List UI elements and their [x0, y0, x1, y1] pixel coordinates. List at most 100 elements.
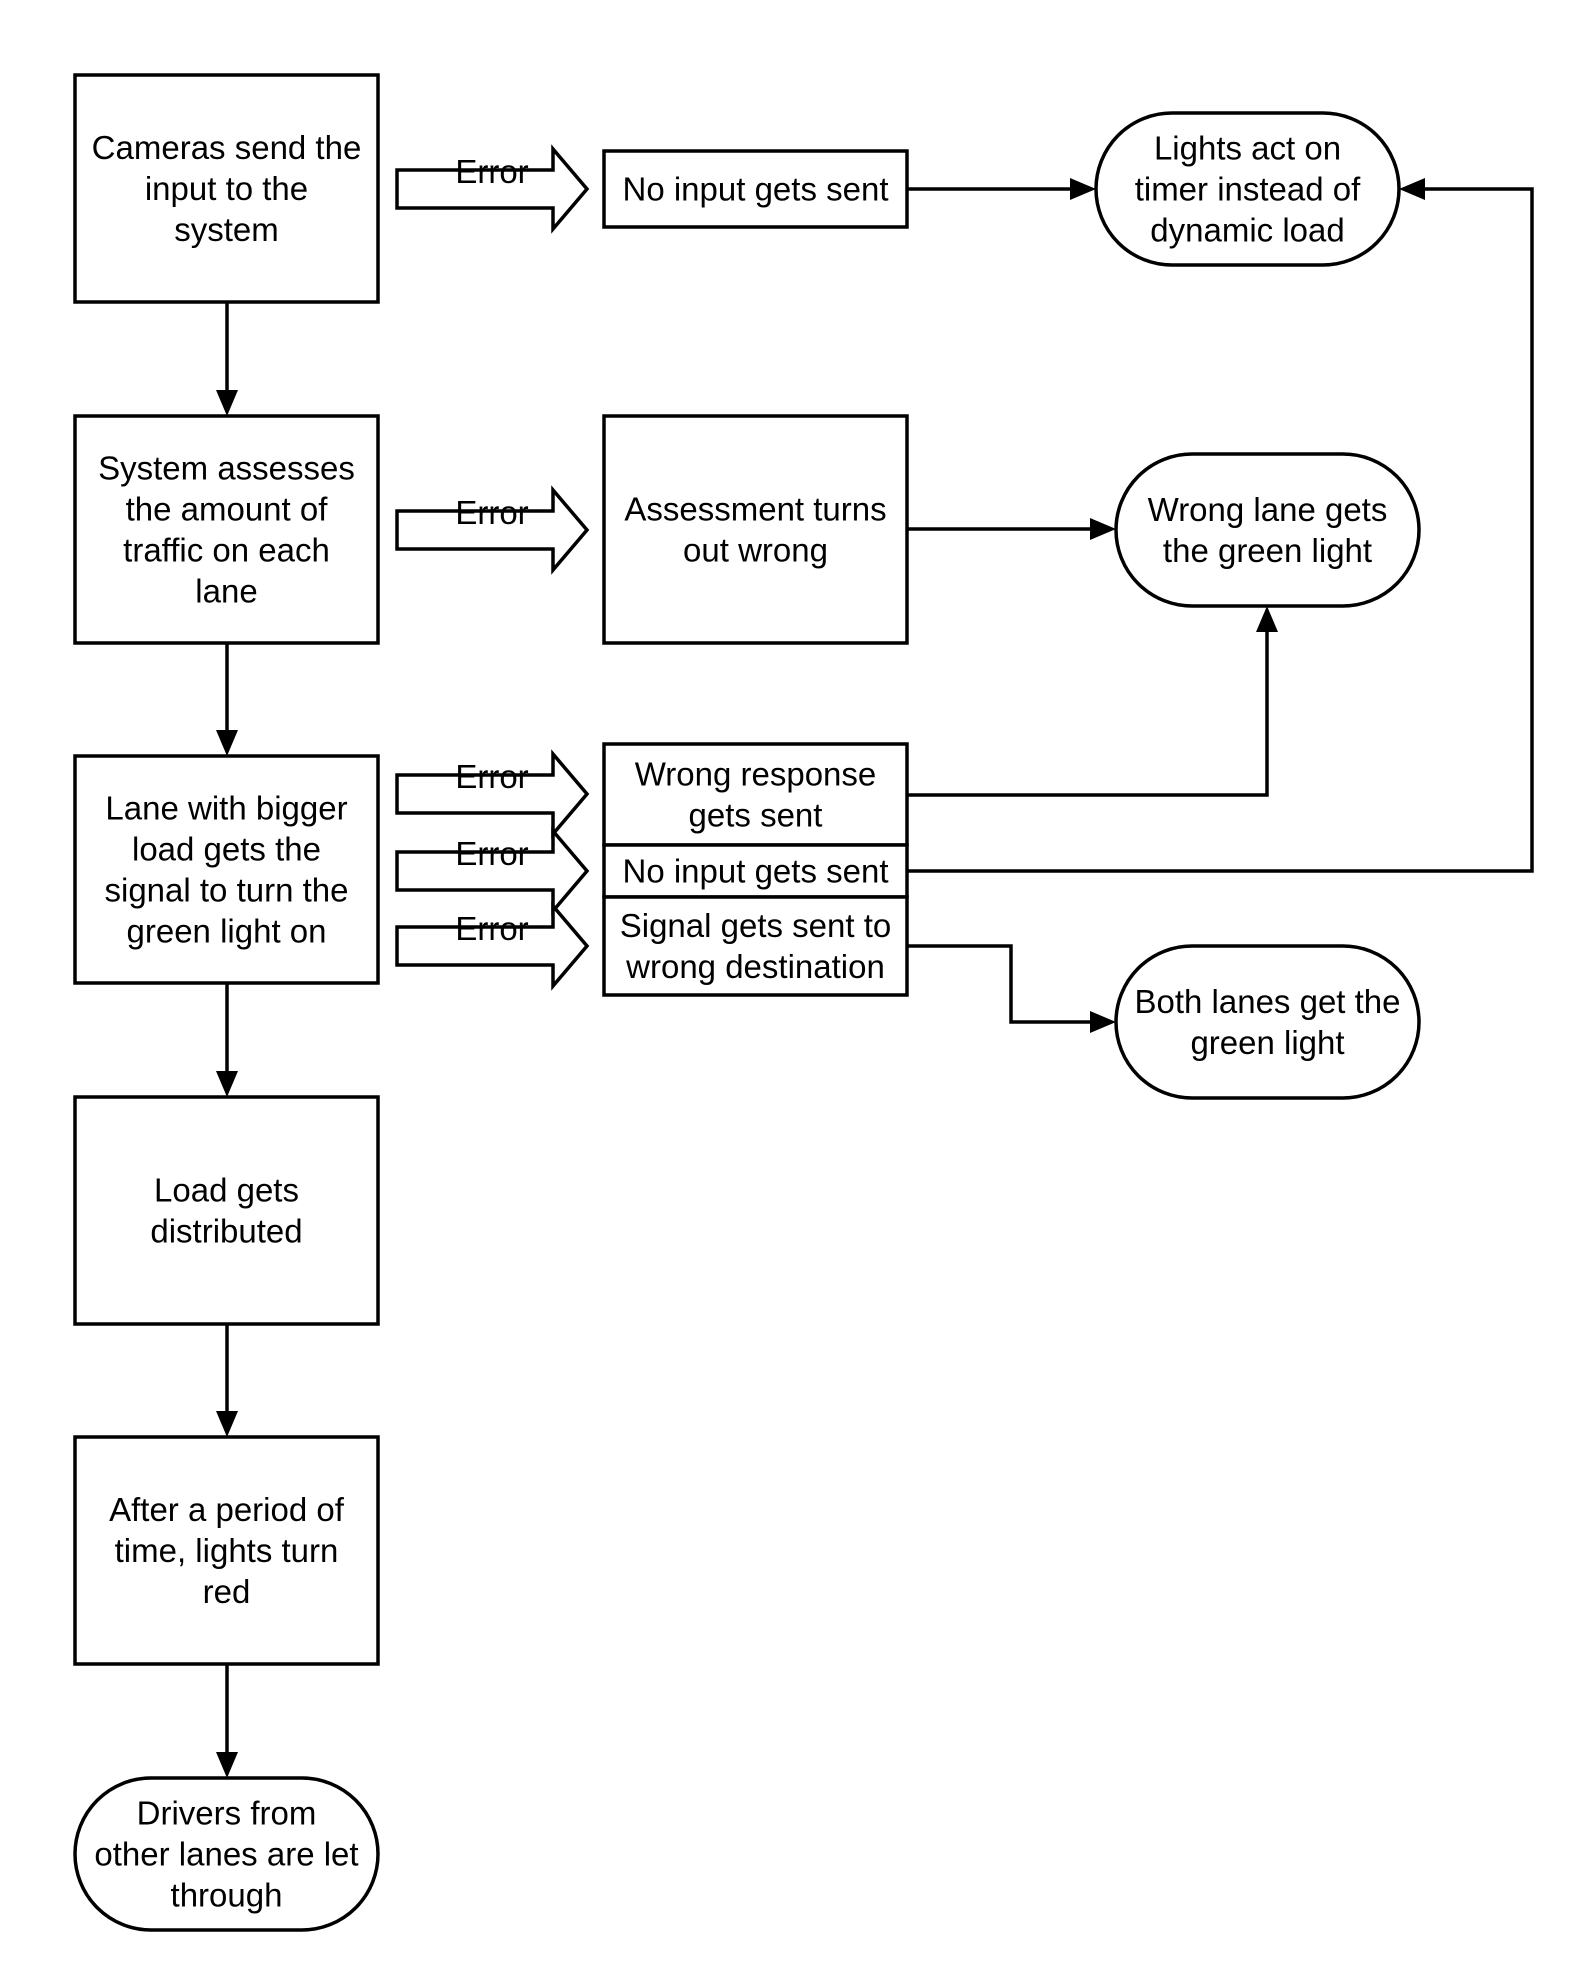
assess-label-line: lane	[195, 573, 257, 610]
lights-red-label-line: time, lights turn	[115, 1532, 339, 1569]
timer-label-line: Lights act on	[1154, 130, 1341, 167]
assess-wrong-label-line: out wrong	[683, 532, 828, 569]
assess-wrong-label-line: Assessment turns	[624, 491, 886, 528]
lights-red-box	[73, 1435, 380, 1666]
wrong-lane-label: Wrong lane gets the green light	[1148, 491, 1388, 569]
edge-no-input-2-to-timer	[907, 178, 1534, 873]
no-input-1-box	[602, 149, 909, 229]
wrong-destination-label: Signal gets sent to wrong destination	[620, 907, 892, 985]
connector-line	[907, 187, 1534, 873]
node-no-input-1: No input gets sent	[602, 149, 909, 229]
cameras-label-line: input to the	[145, 170, 308, 207]
edge-assess-to-lane-bigger	[216, 643, 238, 756]
lights-red-label: After a period of time, lights turn red	[109, 1491, 345, 1610]
assess-label-line: System assesses	[98, 450, 355, 487]
timer-label-line: dynamic load	[1150, 212, 1344, 249]
error-arrow-cameras-to-no-input-1: Error	[395, 144, 590, 234]
connector-line	[907, 626, 1269, 797]
cameras-box	[73, 73, 380, 304]
error-arrow-assess-to-assess-wrong: Error	[395, 485, 590, 575]
timer-label: Lights act on timer instead of dynamic loa…	[1135, 130, 1361, 249]
both-lanes-terminal-shape	[1114, 944, 1421, 1100]
error-label: Error	[455, 153, 528, 190]
connectors	[216, 178, 1534, 1778]
drivers-label-line: other lanes are let	[94, 1836, 358, 1873]
error-label: Error	[455, 910, 528, 947]
arrowhead	[1256, 606, 1278, 632]
error-arrow-lane-bigger-to-wrong-destination: Error	[395, 901, 590, 991]
error-arrow-shape	[395, 144, 590, 234]
node-drivers: Drivers from other lanes are let through	[73, 1776, 380, 1932]
lights-red-label-line: red	[203, 1573, 251, 1610]
node-wrong-destination: Signal gets sent to wrong destination	[602, 895, 909, 997]
wrong-lane-terminal-shape	[1114, 452, 1421, 608]
edge-no-input-1-to-timer	[907, 178, 1096, 200]
edge-wrong-response-to-wrong-lane	[907, 606, 1278, 797]
error-label: Error	[455, 758, 528, 795]
wrong-response-label-line: gets sent	[689, 797, 823, 834]
edge-cameras-to-assess	[216, 302, 238, 416]
wrong-destination-box	[602, 895, 909, 997]
wrong-destination-label-line: Signal gets sent to	[620, 907, 892, 944]
assess-label-line: traffic on each	[123, 532, 330, 569]
drivers-label-line: Drivers from	[137, 1795, 317, 1832]
assess-label-line: the amount of	[126, 491, 329, 528]
timer-label-line: timer instead of	[1135, 171, 1361, 208]
arrowhead	[216, 1752, 238, 1778]
error-label: Error	[455, 494, 528, 531]
node-assess-wrong: Assessment turns out wrong	[602, 414, 909, 645]
connector-line	[907, 944, 1096, 1024]
lane-bigger-label-line: signal to turn the	[105, 872, 349, 909]
wrong-destination-label-line: wrong destination	[625, 948, 885, 985]
lights-red-label-line: After a period of	[109, 1491, 345, 1528]
lane-bigger-label-line: Lane with bigger	[105, 790, 347, 827]
both-lanes-label-line: green light	[1190, 1024, 1344, 1061]
wrong-response-label-line: Wrong response	[635, 756, 877, 793]
no-input-2-box	[602, 843, 909, 899]
load-distributed-box	[73, 1095, 380, 1326]
node-wrong-lane: Wrong lane gets the green light	[1114, 452, 1421, 608]
drivers-label-line: through	[171, 1877, 283, 1914]
arrowhead	[216, 390, 238, 416]
assess-wrong-box	[602, 414, 909, 645]
node-wrong-response: Wrong response gets sent	[602, 742, 909, 847]
drivers-label: Drivers from other lanes are let through	[94, 1795, 358, 1914]
cameras-label-line: Cameras send the	[92, 129, 362, 166]
error-arrow-shape	[395, 749, 590, 839]
error-arrow-shape	[395, 485, 590, 575]
error-arrow-lane-bigger-to-wrong-response: Error	[395, 749, 590, 839]
assess-box	[73, 414, 380, 645]
arrowhead	[1399, 178, 1425, 200]
arrowhead	[216, 1411, 238, 1437]
node-no-input-2: No input gets sent	[602, 843, 909, 899]
error-arrow-shape	[395, 901, 590, 991]
node-assess: System assesses the amount of traffic on e…	[73, 414, 380, 645]
arrowhead	[1090, 1011, 1116, 1033]
edge-load-distributed-to-lights-red	[216, 1324, 238, 1437]
edge-lane-bigger-to-load-distributed	[216, 983, 238, 1097]
no-input-2-label: No input gets sent	[623, 853, 889, 890]
wrong-lane-label-line: the green light	[1163, 532, 1372, 569]
node-lights-red: After a period of time, lights turn red	[73, 1435, 380, 1666]
edge-assess-wrong-to-wrong-lane	[907, 518, 1116, 540]
drivers-terminal-shape	[73, 1776, 380, 1932]
assess-wrong-label: Assessment turns out wrong	[624, 491, 886, 569]
timer-terminal-shape	[1094, 111, 1401, 267]
error-label: Error	[455, 835, 528, 872]
lane-bigger-box	[73, 754, 380, 985]
assess-label: System assesses the amount of traffic on e…	[98, 450, 355, 610]
arrowhead	[216, 730, 238, 756]
no-input-1-label-line: No input gets sent	[623, 171, 889, 208]
edge-wrong-destination-to-both-lanes	[907, 944, 1116, 1033]
wrong-lane-label-line: Wrong lane gets	[1148, 491, 1388, 528]
no-input-1-label: No input gets sent	[623, 171, 889, 208]
